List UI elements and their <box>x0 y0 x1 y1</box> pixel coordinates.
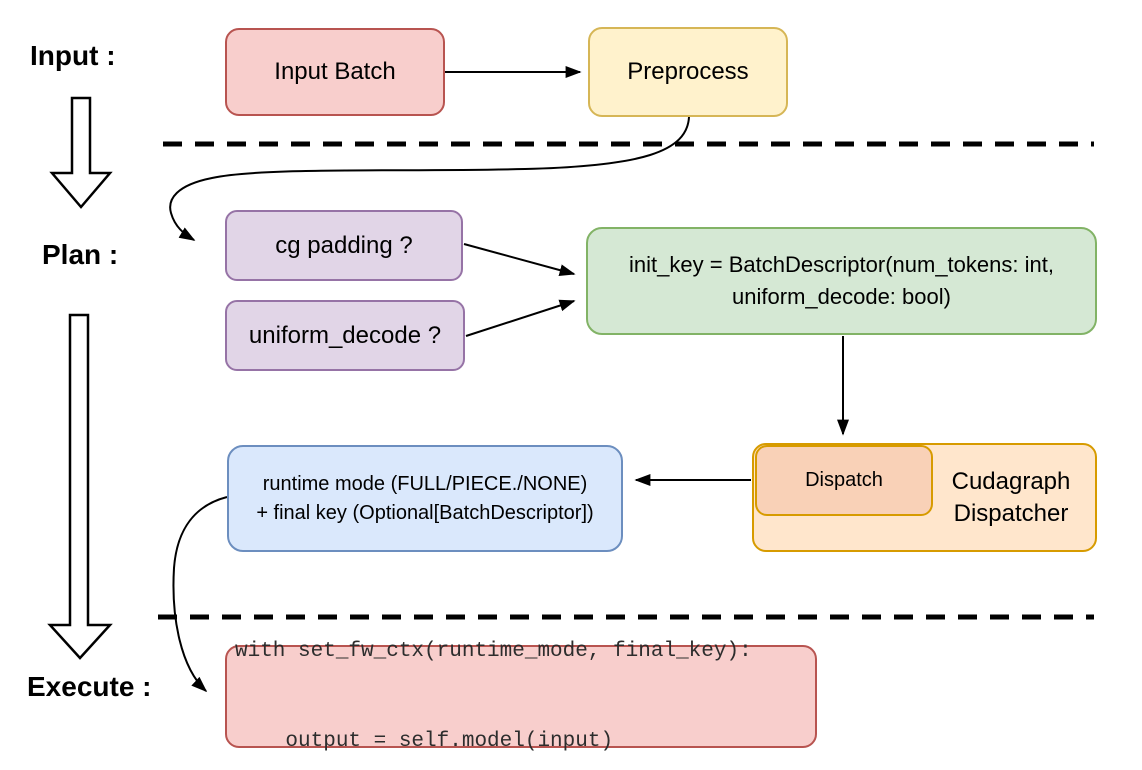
node-preprocess: Preprocess <box>588 27 788 117</box>
node-init-key: init_key = BatchDescriptor(num_tokens: i… <box>586 227 1097 335</box>
arrow-cgpadding-to-initkey <box>463 243 576 276</box>
node-cudagraph-dispatcher-line1: Cudagraph <box>951 467 1071 495</box>
execute-code-line2: output = self.model(input) <box>235 729 614 753</box>
stage-arrow-plan-to-execute-icon <box>47 313 113 660</box>
node-runtime-mode: runtime mode (FULL/PIECE./NONE) + final … <box>227 445 623 552</box>
node-dispatch-label: Dispatch <box>805 469 883 491</box>
node-cudagraph-dispatcher-line2: Dispatcher <box>953 499 1069 527</box>
node-cg-padding: cg padding ? <box>225 210 463 281</box>
stage-label-plan: Plan : <box>42 239 119 270</box>
node-init-key-line1: init_key = BatchDescriptor(num_tokens: i… <box>629 252 1054 277</box>
node-dispatch: Dispatch <box>755 445 933 516</box>
node-preprocess-label: Preprocess <box>627 58 749 85</box>
node-uniform-decode: uniform_decode ? <box>225 300 465 371</box>
stage-label-execute: Execute : <box>27 671 152 702</box>
execute-code-line1: with set_fw_ctx(runtime_mode, final_key)… <box>235 639 752 663</box>
arrow-preprocess-to-cgpadding <box>169 116 690 241</box>
node-input-batch: Input Batch <box>225 28 445 116</box>
node-input-batch-label: Input Batch <box>274 58 396 85</box>
arrow-runtimemode-to-executecode <box>172 496 228 693</box>
node-init-key-line2: uniform_decode: bool) <box>732 284 951 309</box>
node-execute-code: with set_fw_ctx(runtime_mode, final_key)… <box>225 640 817 753</box>
arrow-uniformdecode-to-initkey <box>465 299 576 337</box>
stage-label-input: Input : <box>30 40 116 71</box>
node-runtime-mode-line1: runtime mode (FULL/PIECE./NONE) <box>262 472 588 495</box>
stage-arrow-input-to-plan-icon <box>49 96 113 209</box>
node-cg-padding-label: cg padding ? <box>275 231 413 259</box>
node-runtime-mode-line2: + final key (Optional[BatchDescriptor]) <box>256 501 594 524</box>
node-uniform-decode-label: uniform_decode ? <box>248 321 442 349</box>
